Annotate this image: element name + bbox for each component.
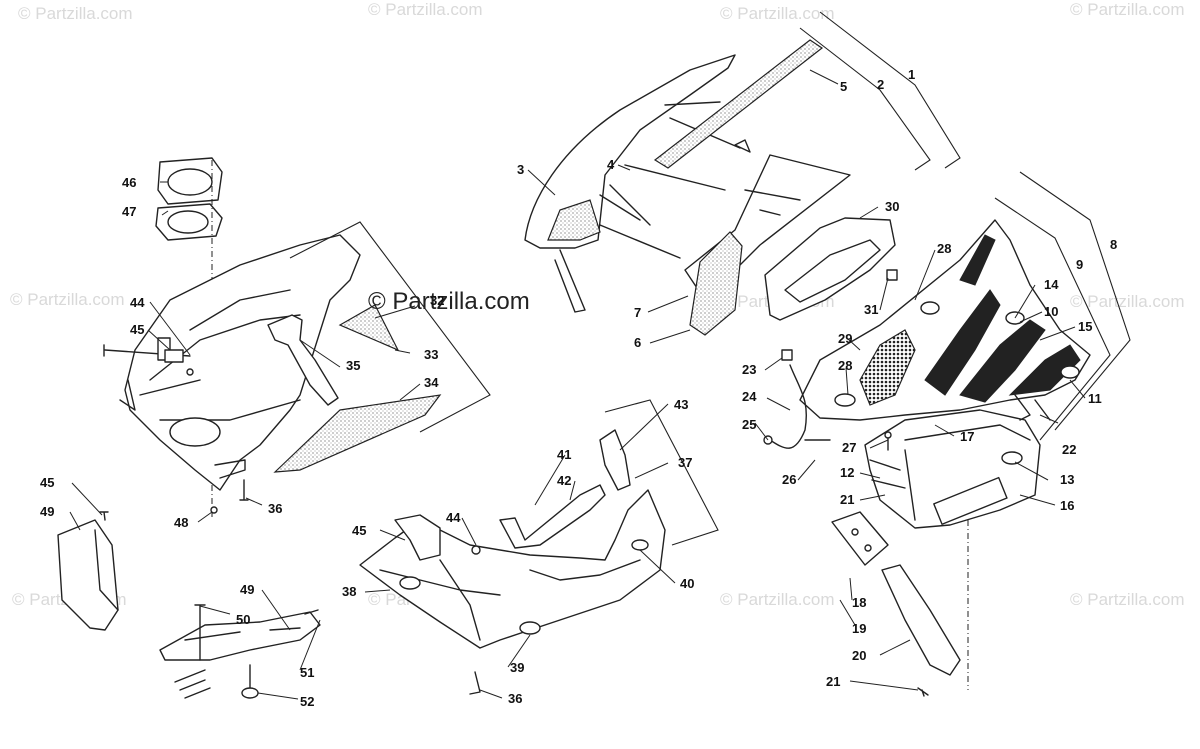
callout-39: 39 (510, 660, 525, 675)
bracket-2 (799, 27, 931, 171)
watermark-main: © Partzilla.com (368, 288, 530, 315)
callout-14: 14 (1044, 277, 1059, 292)
callout-27: 27 (842, 440, 857, 455)
callout-40: 40 (680, 576, 695, 591)
callout-15: 15 (1078, 319, 1093, 334)
callout-13: 13 (1060, 472, 1075, 487)
callout-12: 12 (840, 465, 855, 480)
callout-5: 5 (840, 79, 848, 94)
callout-28: 28 (838, 358, 853, 373)
callout-32: 32 (430, 293, 445, 308)
callout-52: 52 (300, 694, 315, 709)
bracket-37 (604, 399, 719, 546)
callout-41: 41 (557, 447, 572, 462)
callout-45: 45 (352, 523, 367, 538)
watermark-faint: © Partzilla.com (1070, 0, 1185, 19)
belly-pan-assembly (103, 157, 442, 520)
callout-19: 19 (852, 621, 867, 636)
callout-18: 18 (852, 595, 867, 610)
callout-36: 36 (268, 501, 283, 516)
callout-2: 2 (877, 77, 885, 92)
side-panels (57, 511, 321, 699)
callout-1: 1 (908, 67, 916, 82)
watermark-faint: © Partzilla.com (10, 290, 125, 309)
bracket-1 (819, 11, 961, 169)
callout-51: 51 (300, 665, 315, 680)
bracket-9 (994, 197, 1111, 441)
watermark-faint: © Partzilla.com (720, 590, 835, 609)
callout-4: 4 (607, 157, 615, 172)
callout-26: 26 (782, 472, 797, 487)
callout-3: 3 (517, 162, 525, 177)
callout-6: 6 (634, 335, 642, 350)
callout-24: 24 (742, 389, 757, 404)
callout-48: 48 (174, 515, 189, 530)
callout-21: 21 (840, 492, 855, 507)
callout-47: 47 (122, 204, 137, 219)
callout-42: 42 (557, 473, 572, 488)
callout-23: 23 (742, 362, 757, 377)
callout-43: 43 (674, 397, 689, 412)
callout-29: 29 (838, 331, 853, 346)
leader-lines (69, 69, 1086, 700)
front-bumper-assembly (359, 429, 666, 695)
callout-31: 31 (864, 302, 879, 317)
callout-10: 10 (1044, 304, 1059, 319)
callout-17: 17 (960, 429, 975, 444)
callout-7: 7 (634, 305, 642, 320)
callout-45: 45 (40, 475, 55, 490)
callout-28: 28 (937, 241, 952, 256)
watermark-faint: © Partzilla.com (18, 4, 133, 23)
callout-35: 35 (346, 358, 361, 373)
hood-assembly (524, 39, 851, 336)
callout-37: 37 (678, 455, 693, 470)
nose-assembly (763, 217, 1091, 697)
callout-9: 9 (1076, 257, 1084, 272)
callout-16: 16 (1060, 498, 1075, 513)
bracket-32-35 (289, 221, 491, 433)
callout-8: 8 (1110, 237, 1118, 252)
callout-49: 49 (40, 504, 55, 519)
callout-46: 46 (122, 175, 137, 190)
watermark-faint: © Partzilla.com (1070, 590, 1185, 609)
watermark-faint: © Partzilla.com (1070, 292, 1185, 311)
callout-50: 50 (236, 612, 251, 627)
callout-30: 30 (885, 199, 900, 214)
watermark-faint: © Partzilla.com (368, 0, 483, 19)
callout-45: 45 (130, 322, 145, 337)
bracket-8 (1019, 171, 1131, 431)
callout-49: 49 (240, 582, 255, 597)
callout-44: 44 (446, 510, 461, 525)
callout-21: 21 (826, 674, 841, 689)
callout-11: 11 (1088, 391, 1102, 406)
callout-33: 33 (424, 347, 439, 362)
callout-34: 34 (424, 375, 439, 390)
watermark-faint: © Partzilla.com (720, 4, 835, 23)
callout-38: 38 (342, 584, 357, 599)
callout-44: 44 (130, 295, 145, 310)
callout-20: 20 (852, 648, 867, 663)
callout-25: 25 (742, 417, 757, 432)
callout-36: 36 (508, 691, 523, 706)
callout-22: 22 (1062, 442, 1077, 457)
